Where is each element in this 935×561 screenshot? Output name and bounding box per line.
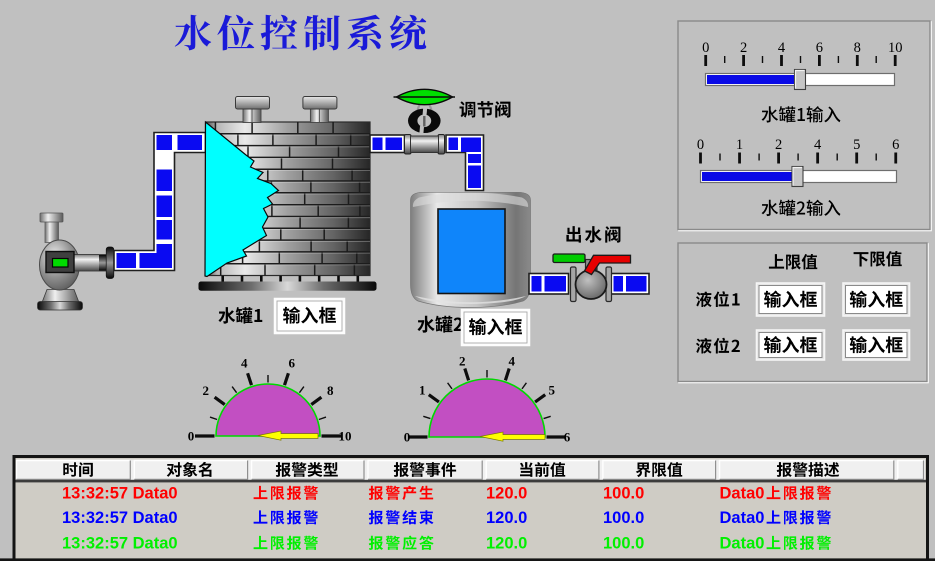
svg-text:0: 0 [697,137,704,153]
svg-text:0: 0 [188,429,195,444]
svg-text:8: 8 [854,40,861,56]
svg-text:100.0: 100.0 [603,485,644,503]
svg-text:4: 4 [241,355,248,370]
svg-text:Data0: Data0 [720,535,765,553]
svg-text:8: 8 [327,383,334,398]
svg-text:2: 2 [202,383,209,398]
svg-text:6: 6 [564,430,571,445]
svg-text:4: 4 [778,40,786,56]
svg-text:0: 0 [404,430,411,445]
svg-text:4: 4 [508,353,515,368]
svg-text:6: 6 [289,355,296,370]
svg-text:1: 1 [736,137,743,153]
svg-text:13:32:57 Data0: 13:32:57 Data0 [62,485,178,503]
svg-text:Data0: Data0 [720,509,765,527]
svg-text:4: 4 [814,137,822,153]
svg-text:10: 10 [339,429,352,444]
svg-text:13:32:57 Data0: 13:32:57 Data0 [62,535,178,553]
svg-text:120.0: 120.0 [486,509,527,527]
svg-text:6: 6 [892,137,899,153]
svg-text:Data0: Data0 [720,485,765,503]
svg-text:10: 10 [888,40,903,56]
svg-text:100.0: 100.0 [603,509,644,527]
svg-text:5: 5 [548,383,555,398]
svg-text:1: 1 [419,383,426,398]
svg-text:13:32:57 Data0: 13:32:57 Data0 [62,509,178,527]
svg-text:120.0: 120.0 [486,485,527,503]
svg-text:120.0: 120.0 [486,535,527,553]
svg-text:5: 5 [853,137,860,153]
svg-text:2: 2 [459,353,466,368]
svg-text:6: 6 [816,40,823,56]
svg-text:100.0: 100.0 [603,535,644,553]
svg-text:2: 2 [775,137,782,153]
svg-text:0: 0 [702,40,709,56]
svg-text:2: 2 [740,40,747,56]
